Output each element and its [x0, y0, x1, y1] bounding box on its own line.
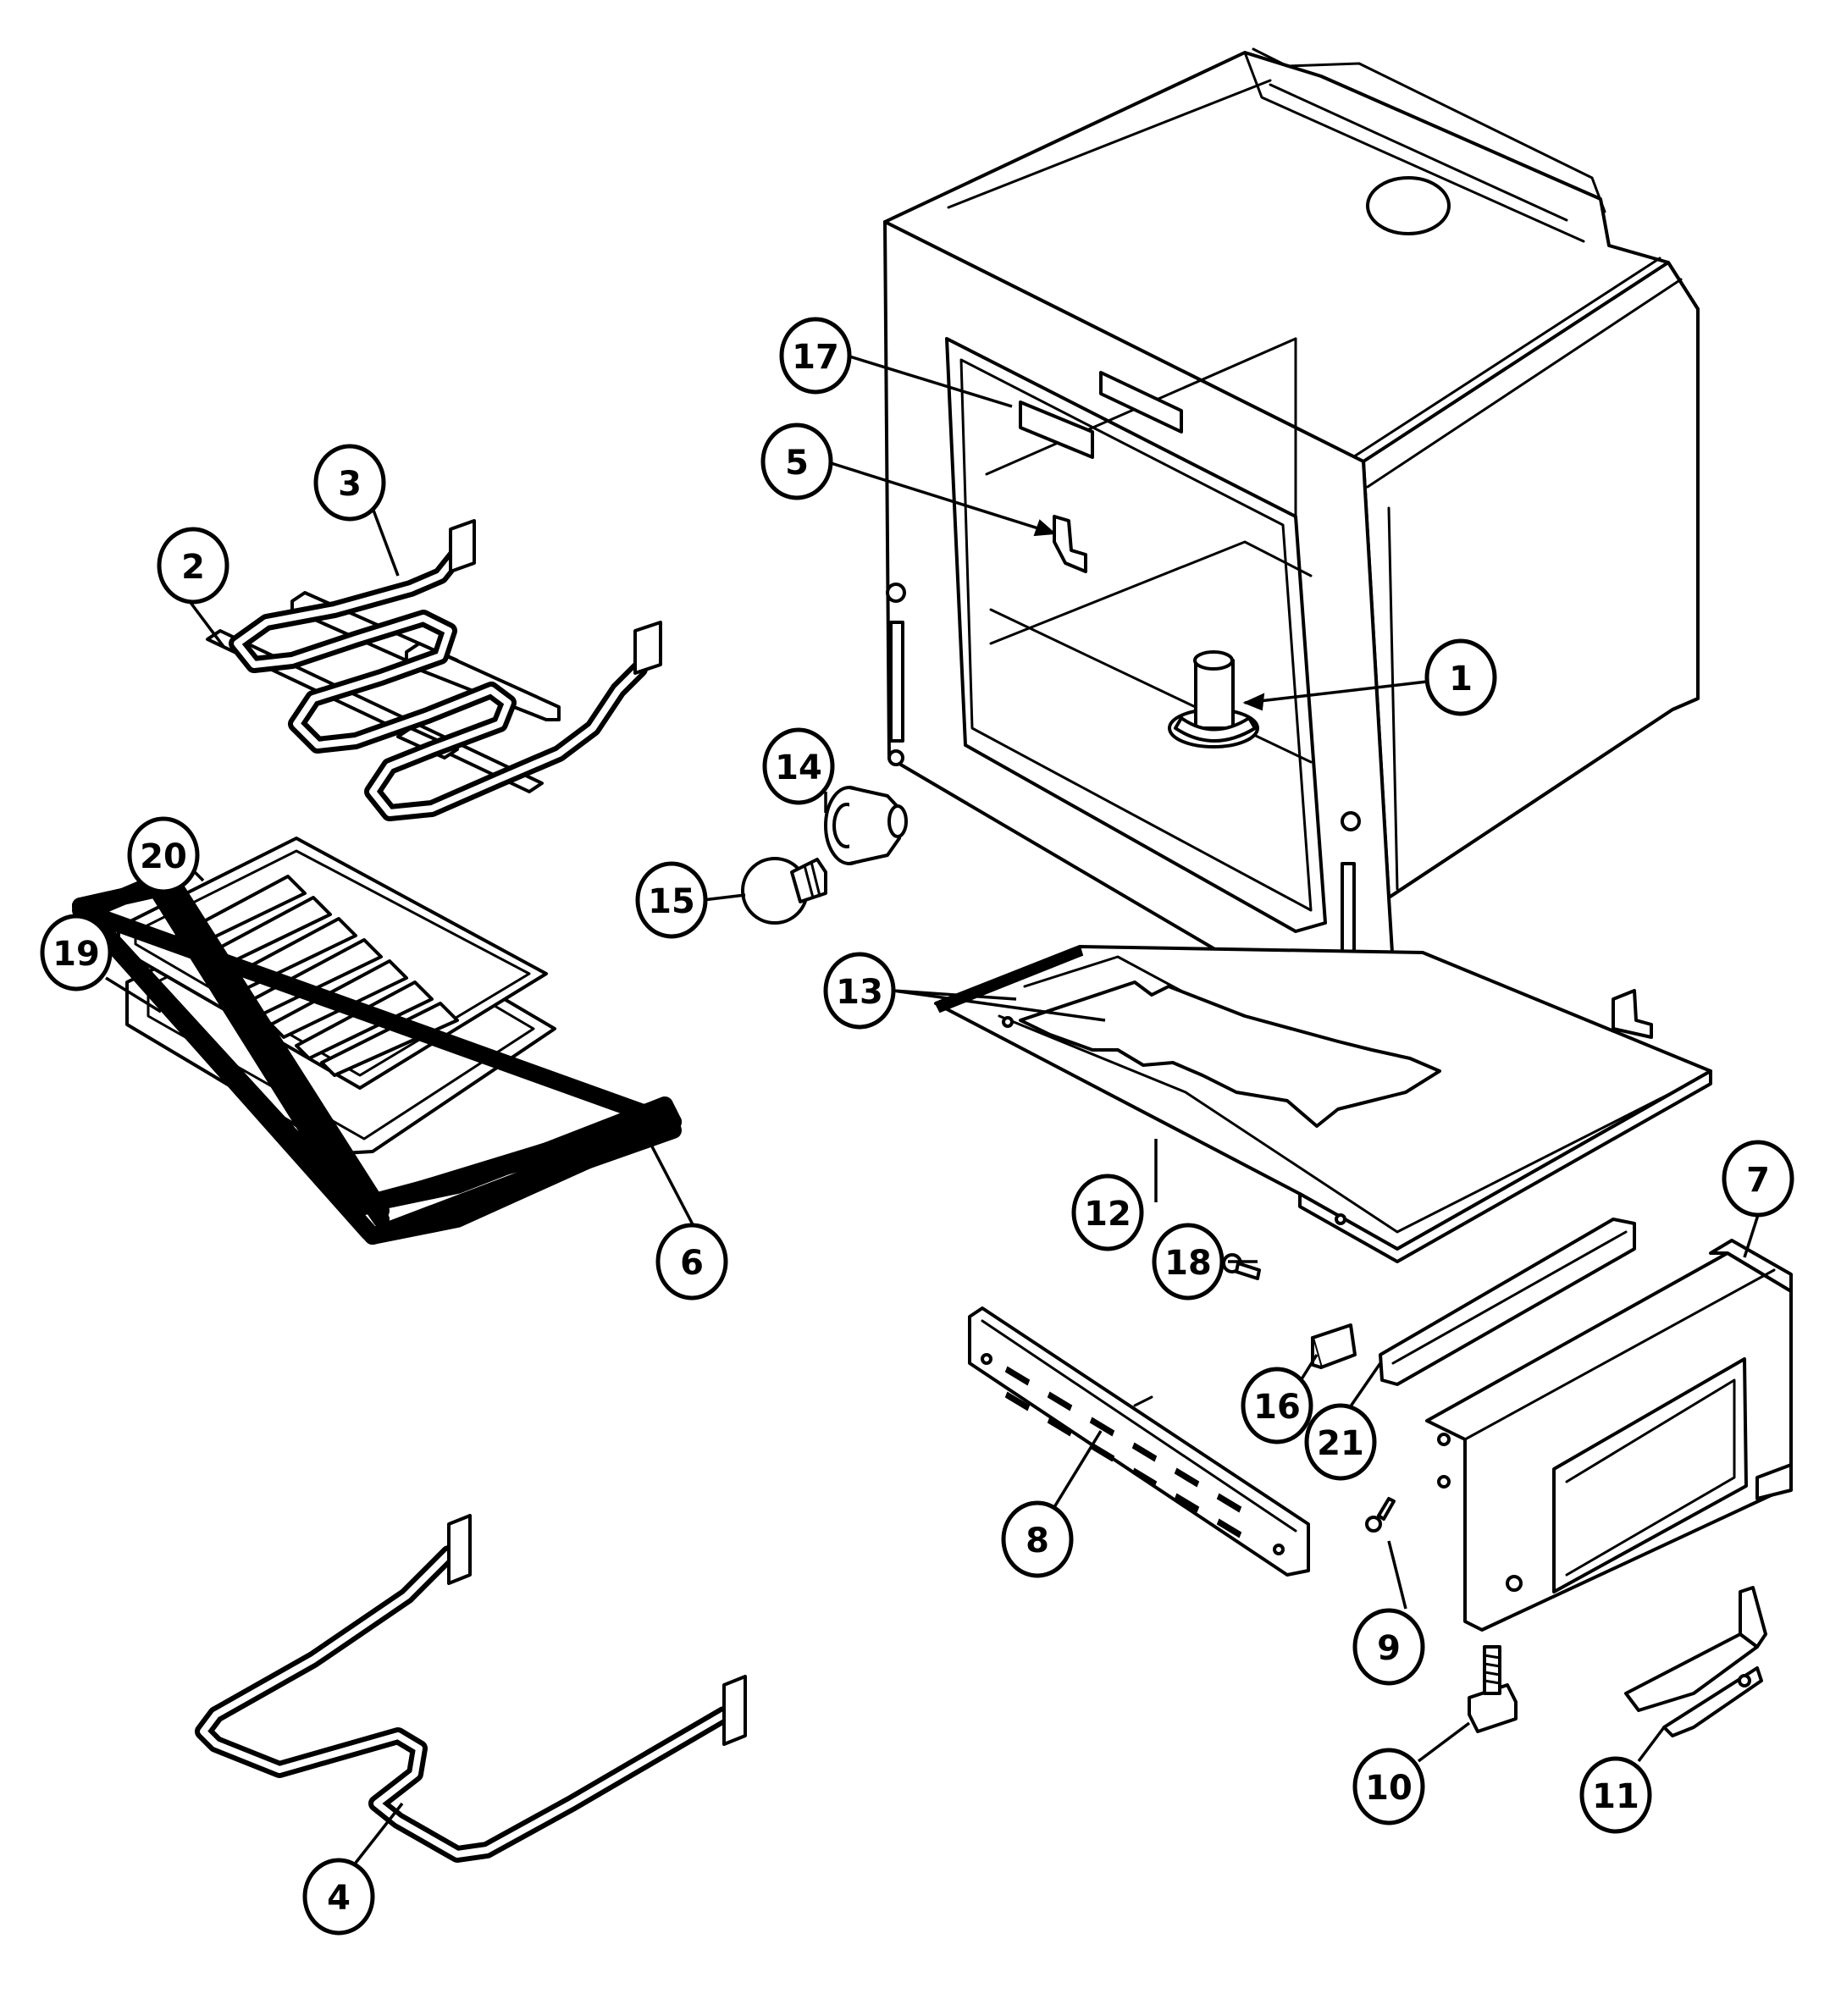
- storage-drawer-support-part: [1425, 1239, 1793, 1632]
- callout-19: 19: [40, 914, 113, 991]
- screw-part: [1365, 1497, 1396, 1533]
- callout-label: 9: [1377, 1629, 1401, 1668]
- callout-label: 1: [1449, 660, 1473, 699]
- leader-lines: [105, 354, 1760, 1864]
- front-support-rail-part: [968, 1306, 1310, 1577]
- callout-label: 7: [1746, 1161, 1770, 1200]
- callout-17: 17: [779, 317, 852, 395]
- callout-1: 1: [1424, 638, 1497, 716]
- callout-6: 6: [655, 1223, 728, 1301]
- callout-label: 8: [1026, 1522, 1049, 1560]
- callout-21: 21: [1304, 1403, 1377, 1481]
- callout-label: 13: [836, 973, 883, 1012]
- clip-bracket-part: [1311, 1323, 1357, 1369]
- callout-12: 12: [1071, 1174, 1144, 1251]
- drawer-rail-part: [1379, 1218, 1636, 1386]
- vent-plate-part: [1019, 400, 1094, 459]
- callout-label: 14: [775, 748, 822, 787]
- callout-4: 4: [302, 1858, 375, 1936]
- callout-20: 20: [127, 816, 200, 894]
- callout-label: 15: [648, 882, 695, 921]
- callout-label: 5: [785, 444, 809, 483]
- callout-label: 20: [140, 837, 187, 876]
- callout-10: 10: [1352, 1748, 1425, 1825]
- bake-element-part: [195, 1514, 747, 1863]
- rack-clip-part: [1053, 515, 1087, 573]
- callout-3: 3: [313, 444, 386, 522]
- lamp-socket-part: [824, 786, 908, 865]
- callout-label: 11: [1592, 1777, 1639, 1816]
- callout-label: 4: [327, 1879, 351, 1918]
- callout-14: 14: [762, 727, 835, 805]
- callout-label: 17: [792, 338, 839, 377]
- callout-label: 16: [1253, 1388, 1301, 1427]
- callout-7: 7: [1722, 1140, 1794, 1218]
- oven-cavity-vent-part: [1168, 650, 1259, 748]
- callout-5: 5: [760, 423, 833, 500]
- callout-18: 18: [1152, 1223, 1225, 1301]
- callout-13: 13: [823, 952, 896, 1030]
- anti-tip-bracket-part: [1624, 1586, 1767, 1737]
- callout-label: 12: [1084, 1195, 1131, 1234]
- leveling-leg-part: [1468, 1645, 1518, 1733]
- callout-label: 19: [53, 935, 100, 974]
- callout-16: 16: [1241, 1367, 1313, 1444]
- oven-cavity: [883, 47, 1700, 1043]
- callout-label: 3: [338, 465, 362, 504]
- callout-9: 9: [1352, 1608, 1425, 1686]
- light-bulb-part: [741, 857, 827, 925]
- fastener-screw-part: [1222, 1253, 1261, 1280]
- callout-8: 8: [1001, 1500, 1074, 1578]
- callout-label: 18: [1164, 1244, 1212, 1283]
- callout-15: 15: [635, 861, 708, 939]
- callout-11: 11: [1579, 1756, 1652, 1834]
- broil-element-part: [229, 519, 662, 821]
- callout-label: 21: [1317, 1424, 1364, 1463]
- callout-2: 2: [157, 527, 229, 605]
- callout-label: 10: [1365, 1769, 1413, 1808]
- callout-label: 6: [680, 1244, 704, 1283]
- callout-label: 2: [181, 548, 205, 587]
- insulation-part: [1019, 980, 1441, 1128]
